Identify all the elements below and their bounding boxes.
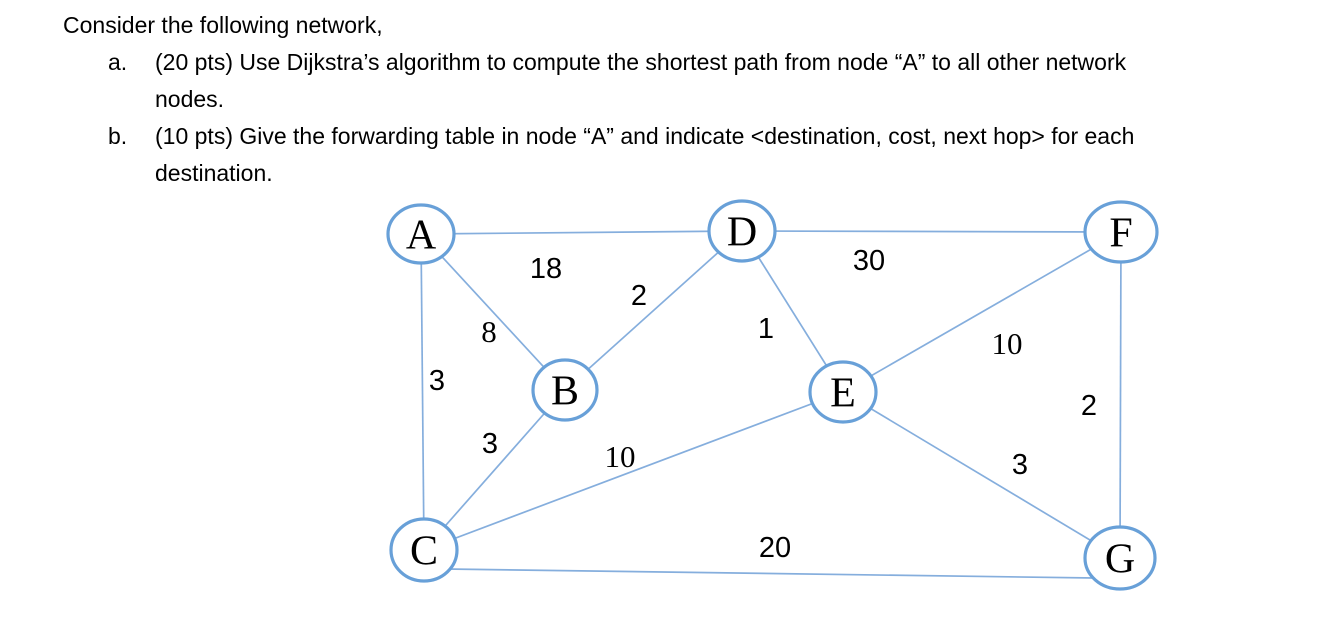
node-A-label: A — [406, 213, 437, 259]
node-F-circle — [1083, 200, 1159, 264]
node-E-circle — [808, 360, 878, 424]
node-D-circle — [707, 199, 777, 263]
edge-E-G — [842, 391, 1121, 559]
edge-F-G — [1119, 231, 1122, 559]
edge-E-F — [842, 231, 1122, 393]
item-a-line1: (20 pts) Use Dijkstra’s algorithm to com… — [155, 49, 1127, 75]
edge-A-D — [420, 230, 743, 235]
item-a-line2: nodes. — [155, 86, 225, 112]
node-B-label: B — [551, 369, 579, 415]
edge-weight-A-B: 8 — [481, 314, 497, 349]
problem-item-a: a. (20 pts) Use Dijkstra’s algorithm to … — [108, 44, 1134, 118]
item-a-marker: a. — [108, 49, 128, 75]
edge-weight-D-F: 30 — [853, 245, 885, 277]
edge-weight-F-G: 2 — [1081, 390, 1097, 422]
node-D-label: D — [727, 210, 757, 256]
edge-A-B — [420, 233, 566, 391]
problem-intro: Consider the following network, — [63, 12, 383, 38]
node-C-circle — [389, 517, 459, 583]
node-B-circle — [531, 358, 599, 422]
edge-weight-E-F: 10 — [992, 326, 1023, 361]
node-F-label: F — [1109, 211, 1132, 257]
edge-C-E — [423, 391, 844, 551]
edge-weight-E-G: 3 — [1012, 449, 1028, 481]
node-E-label: E — [830, 371, 856, 417]
problem-item-b: b. (10 pts) Give the forwarding table in… — [108, 118, 1134, 192]
node-A-circle — [386, 203, 456, 265]
edge-weight-A-C: 3 — [429, 365, 445, 397]
node-G-label: G — [1105, 537, 1135, 583]
edge-weight-B-C: 3 — [482, 428, 498, 460]
edge-weight-D-E: 1 — [758, 313, 774, 345]
edge-C-G — [445, 568, 1095, 579]
item-b-line2: destination. — [155, 160, 273, 186]
edge-B-D — [564, 230, 743, 391]
node-C-label: C — [410, 529, 438, 575]
edge-weight-C-G: 20 — [759, 532, 791, 564]
edge-weight-C-E: 10 — [605, 439, 636, 474]
edge-weight-B-D: 2 — [631, 280, 647, 312]
item-b-line1: (10 pts) Give the forwarding table in no… — [155, 123, 1135, 149]
edge-weight-A-D: 18 — [530, 253, 562, 285]
edge-D-F — [741, 230, 1122, 233]
problem-statement: Consider the following network, a. (20 p… — [63, 7, 1134, 192]
edge-B-C — [423, 389, 566, 551]
node-G-circle — [1083, 525, 1157, 591]
edge-A-C — [420, 233, 425, 551]
item-b-marker: b. — [108, 123, 128, 149]
